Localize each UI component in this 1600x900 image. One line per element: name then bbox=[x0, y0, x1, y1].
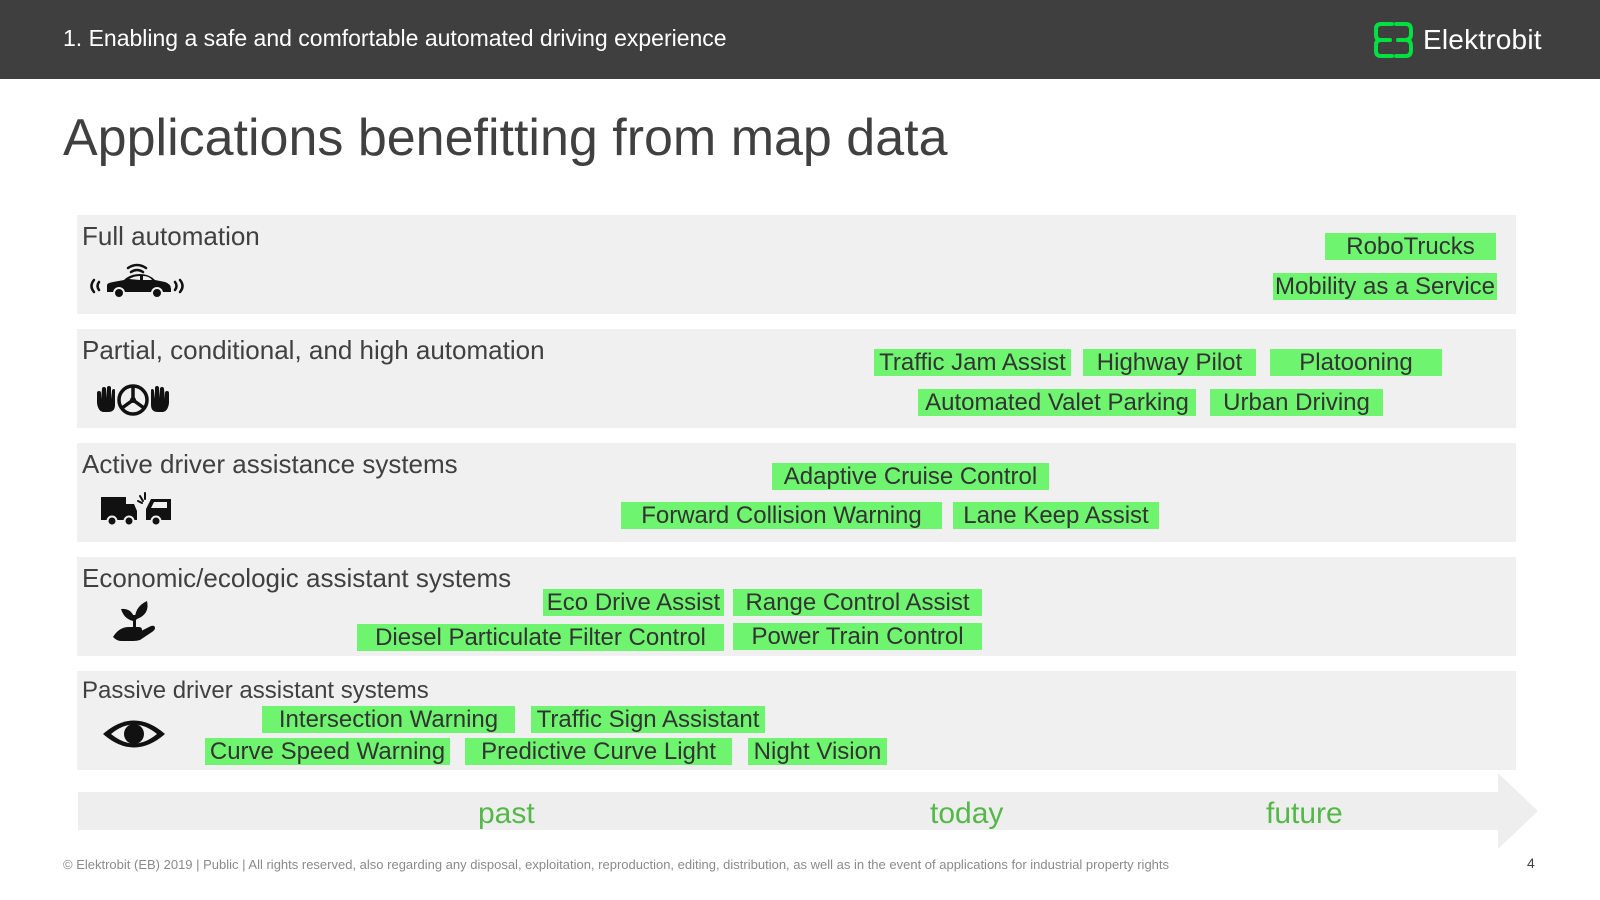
autonomous-car-icon bbox=[90, 263, 184, 299]
page-title: Applications benefitting from map data bbox=[63, 109, 948, 167]
band-label: Passive driver assistant systems bbox=[82, 677, 429, 704]
app-tag-range-control-assist: Range Control Assist bbox=[733, 589, 982, 616]
timeline-label-today: today bbox=[930, 797, 1004, 830]
app-tag-power-train-control: Power Train Control bbox=[733, 623, 982, 650]
page-number: 4 bbox=[1527, 855, 1535, 871]
band-label: Active driver assistance systems bbox=[82, 449, 458, 479]
app-tag-lane-keep-assist: Lane Keep Assist bbox=[953, 502, 1159, 529]
app-tag-curve-speed-warning: Curve Speed Warning bbox=[205, 738, 450, 765]
section-title: 1. Enabling a safe and comfortable autom… bbox=[63, 25, 727, 51]
elektrobit-logo: Elektrobit bbox=[1373, 20, 1542, 60]
band-label: Full automation bbox=[82, 221, 260, 251]
logo-text: Elektrobit bbox=[1423, 24, 1542, 55]
timeline-label-future: future bbox=[1266, 797, 1343, 830]
band-label: Economic/ecologic assistant systems bbox=[82, 563, 512, 593]
app-tag-intersection-warning: Intersection Warning bbox=[262, 706, 515, 733]
app-tag-automated-valet-parking: Automated Valet Parking bbox=[918, 389, 1196, 416]
header-bar: 1. Enabling a safe and comfortable autom… bbox=[0, 0, 1600, 79]
app-tag-diesel-particulate-filter-control: Diesel Particulate Filter Control bbox=[357, 624, 724, 651]
app-tag-mobility-as-a-service: Mobility as a Service bbox=[1273, 273, 1497, 300]
app-tag-night-vision: Night Vision bbox=[748, 738, 887, 765]
band-full-automation: Full automation bbox=[77, 215, 1516, 314]
app-tag-urban-driving: Urban Driving bbox=[1210, 389, 1383, 416]
timeline-arrow bbox=[78, 773, 1538, 849]
timeline-label-past: past bbox=[478, 797, 535, 830]
app-tag-platooning: Platooning bbox=[1270, 349, 1442, 376]
band-label: Partial, conditional, and high automatio… bbox=[82, 335, 545, 365]
hand-with-plant-icon bbox=[113, 601, 155, 641]
eye-icon bbox=[103, 720, 165, 748]
hands-off-steering-wheel-icon bbox=[97, 384, 169, 416]
app-tag-eco-drive-assist: Eco Drive Assist bbox=[543, 589, 724, 616]
footer-copyright: © Elektrobit (EB) 2019 | Public | All ri… bbox=[63, 857, 1170, 872]
app-tag-highway-pilot: Highway Pilot bbox=[1083, 349, 1256, 376]
vehicle-collision-icon bbox=[101, 492, 171, 527]
app-tag-traffic-jam-assist: Traffic Jam Assist bbox=[874, 349, 1071, 376]
app-tag-traffic-sign-assistant: Traffic Sign Assistant bbox=[531, 706, 765, 733]
app-tag-forward-collision-warning: Forward Collision Warning bbox=[621, 502, 942, 529]
eb-logo-mark-icon bbox=[1374, 22, 1413, 58]
app-tag-robotrucks: RoboTrucks bbox=[1325, 233, 1496, 260]
app-tag-adaptive-cruise-control: Adaptive Cruise Control bbox=[772, 463, 1049, 490]
app-tag-predictive-curve-light: Predictive Curve Light bbox=[465, 738, 732, 765]
